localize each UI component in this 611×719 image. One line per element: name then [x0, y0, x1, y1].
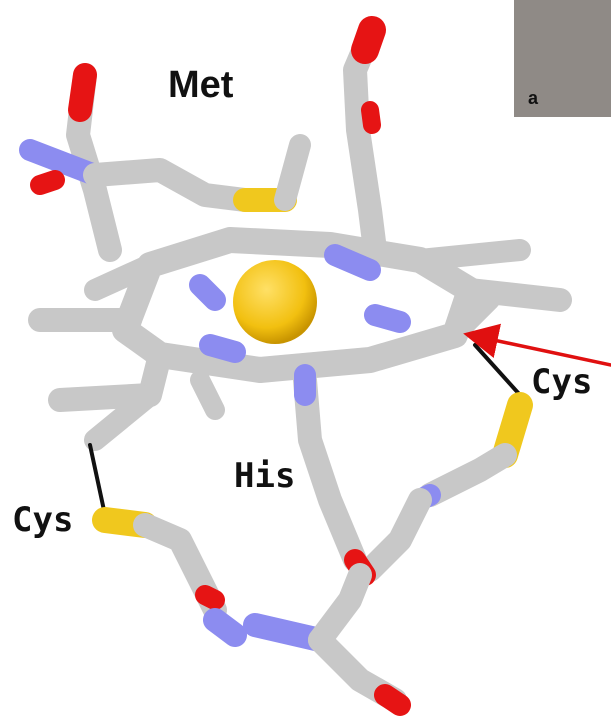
cys-right-label: Cys	[531, 362, 593, 402]
histidine-residue	[293, 364, 376, 586]
iron-atom	[233, 260, 317, 344]
propionate-chain	[343, 16, 387, 262]
his-label: His	[234, 456, 296, 496]
cysteine-right	[358, 343, 533, 582]
methionine-residue	[19, 63, 311, 262]
inset-panel: a	[514, 0, 611, 117]
pointer-arrow	[463, 323, 611, 367]
porphyrin-ring	[28, 227, 572, 451]
cys-left-label: Cys	[12, 500, 74, 540]
cysteine-left	[88, 443, 411, 716]
met-label: Met	[168, 64, 234, 106]
panel-letter: a	[528, 88, 539, 108]
